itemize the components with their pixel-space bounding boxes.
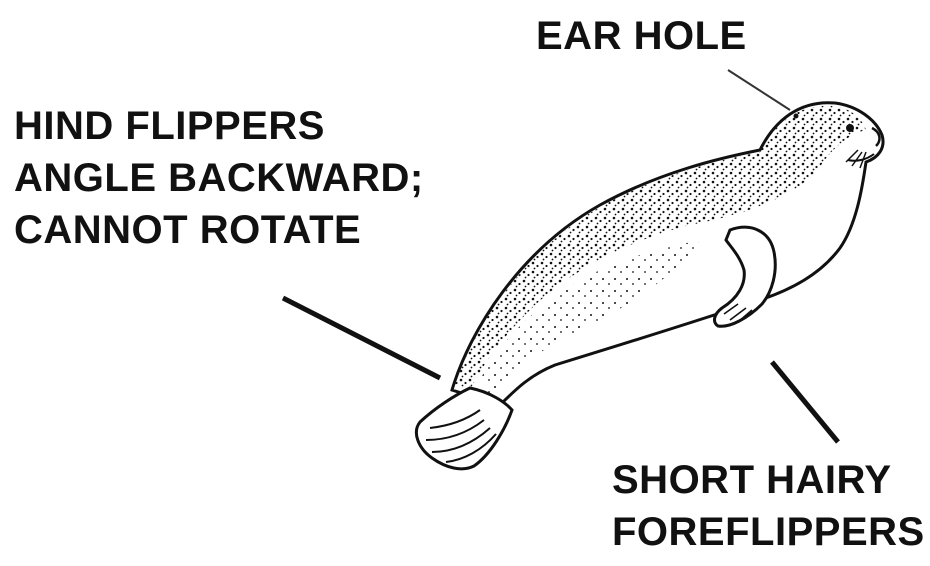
seal-eye	[846, 124, 854, 132]
leader-ear-hole	[728, 70, 790, 110]
leader-hind-flippers	[283, 298, 440, 378]
seal-ear-hole-mark	[794, 114, 799, 119]
leader-fore-flippers	[772, 362, 838, 442]
